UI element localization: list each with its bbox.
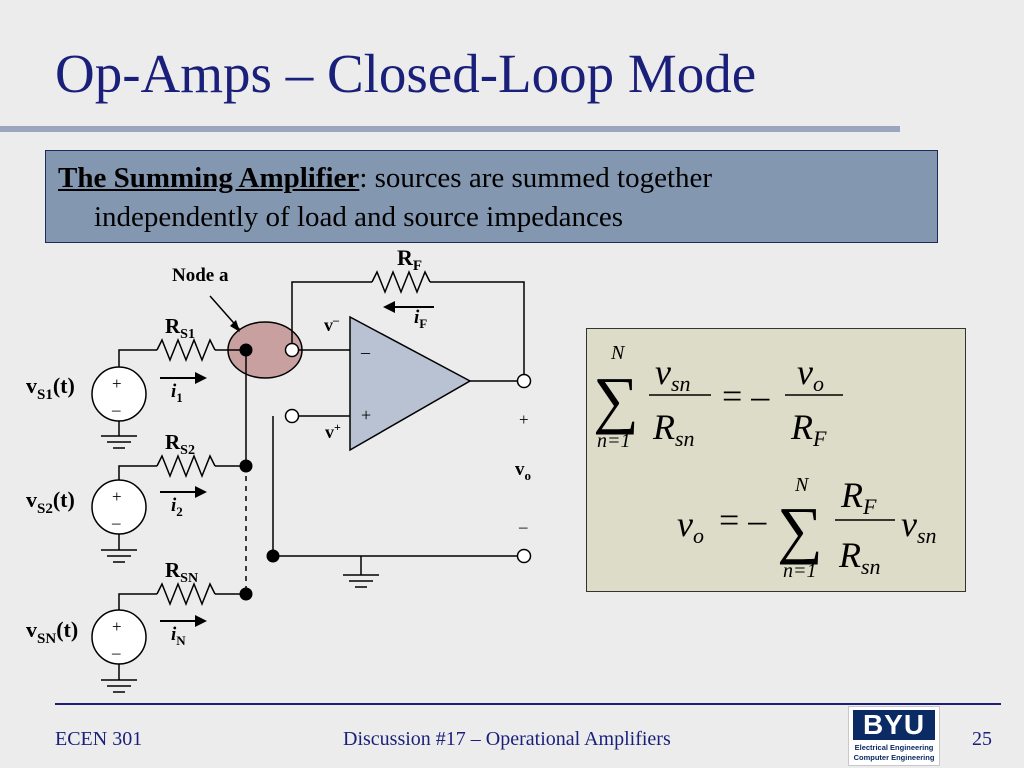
- v-plus-label: v+: [325, 420, 341, 442]
- eq2-sum-upper: N: [794, 474, 810, 496]
- if-label: iF: [414, 307, 427, 331]
- rsn-label: RSN: [165, 558, 198, 586]
- eq1-equals: = –: [722, 376, 770, 416]
- output-terminal-bottom: [516, 548, 532, 564]
- eq2-num: RF: [840, 475, 877, 519]
- source-branch-n: RSN + – iN vSN(t): [26, 558, 246, 693]
- source-branch-1: RS1 + – i1 vS1(t): [26, 314, 246, 449]
- vs1-minus: –: [111, 400, 121, 419]
- i2-arrow-head: [195, 486, 207, 498]
- slide-title: Op-Amps – Closed-Loop Mode: [55, 43, 757, 104]
- node-a-terminal: [284, 342, 300, 358]
- rs2-label: RS2: [165, 430, 195, 458]
- byu-logo-mark: BYU: [853, 710, 935, 740]
- eq2-den: Rsn: [838, 535, 881, 579]
- callout-lead: The Summing Amplifier: [58, 162, 360, 194]
- noninverting-terminal: [284, 408, 300, 424]
- eq1-den: Rsn: [652, 407, 695, 451]
- page-number: 25: [972, 728, 992, 750]
- summing-amplifier-callout: The Summing Amplifier: sources are summe…: [45, 150, 938, 243]
- rsn-resistor: [156, 581, 216, 607]
- rf-label: RF: [397, 245, 422, 274]
- eq1-sum-lower: n=1: [597, 430, 631, 452]
- eq2-tail: vsn: [901, 504, 937, 548]
- in-label: iN: [171, 624, 186, 648]
- vsn-minus: –: [111, 643, 121, 662]
- eq1-rhs-den: RF: [790, 407, 827, 451]
- vsn-plus: +: [112, 617, 122, 636]
- footer-divider: [55, 703, 1001, 705]
- rs1-label: RS1: [165, 314, 195, 342]
- feedback-wire-right: [430, 281, 525, 381]
- eq1-rhs-num: vo: [797, 352, 824, 396]
- source-1-top-wire: [118, 349, 157, 367]
- equation-1: N ∑ n=1 vsn Rsn = – vo RF: [593, 342, 843, 452]
- source-branch-2: RS2 + – i2 vS2(t): [26, 430, 246, 563]
- eq1-num: vsn: [655, 352, 691, 396]
- rf-resistor: [371, 269, 431, 295]
- equation-2: vo = – N ∑ n=1 RF Rsn vsn: [677, 474, 937, 582]
- vs2-plus: +: [112, 487, 122, 506]
- eq2-sum-symbol: ∑: [777, 494, 823, 565]
- i1-arrow-head: [195, 372, 207, 384]
- node-a-pointer-head: [230, 320, 240, 332]
- title-divider: [0, 126, 900, 132]
- vs2-minus: –: [111, 513, 121, 532]
- eq2-sum-lower: n=1: [783, 560, 817, 582]
- opamp-symbol: [349, 315, 472, 452]
- vs1-plus: +: [112, 374, 122, 393]
- rs2-resistor: [156, 453, 216, 479]
- source-2-top-wire: [118, 465, 157, 480]
- rs1-resistor: [156, 337, 216, 363]
- source-n-top-wire: [118, 593, 157, 610]
- equations-box: N ∑ n=1 vsn Rsn = – vo RF vo = – N ∑ n=1…: [586, 328, 966, 592]
- if-arrow-head: [383, 301, 395, 313]
- vs1-label: vS1(t): [26, 373, 75, 403]
- in-arrow-head: [195, 615, 207, 627]
- summing-amplifier-circuit: Node a RF iF v– v+ – + + vo – RS1 +: [26, 245, 532, 693]
- callout-text: The Summing Amplifier: sources are summe…: [58, 159, 918, 237]
- eq1-sum-symbol: ∑: [593, 364, 639, 435]
- output-terminal-top: [516, 373, 532, 389]
- output-plus: +: [519, 410, 529, 429]
- node-a-label: Node a: [172, 265, 229, 286]
- eq2-equals: = –: [719, 500, 767, 540]
- ground-node-dot: [266, 549, 280, 563]
- equations-svg: N ∑ n=1 vsn Rsn = – vo RF vo = – N ∑ n=1…: [593, 342, 937, 582]
- byu-logo: BYU Electrical Engineering Computer Engi…: [848, 706, 940, 766]
- eq2-lhs: vo: [677, 504, 704, 548]
- vo-label: vo: [515, 459, 531, 483]
- v-minus-label: v–: [324, 313, 340, 335]
- footer-course: ECEN 301: [55, 728, 143, 750]
- vsn-label: vSN(t): [26, 617, 78, 647]
- callout-line1: : sources are summed together: [359, 162, 713, 194]
- eq1-sum-upper: N: [610, 342, 626, 364]
- feedback-wire: [291, 281, 372, 350]
- vs2-label: vS2(t): [26, 487, 75, 517]
- i1-label: i1: [171, 381, 183, 405]
- footer-topic: Discussion #17 – Operational Amplifiers: [343, 728, 671, 750]
- output-minus: –: [518, 517, 528, 536]
- opamp-plus-sign: +: [361, 405, 371, 425]
- opamp-minus-sign: –: [360, 342, 371, 362]
- callout-line2: independently of load and source impedan…: [94, 201, 624, 233]
- byu-logo-line2: Computer Engineering: [853, 753, 935, 762]
- i2-label: i2: [171, 495, 183, 519]
- byu-logo-line1: Electrical Engineering: [854, 743, 934, 752]
